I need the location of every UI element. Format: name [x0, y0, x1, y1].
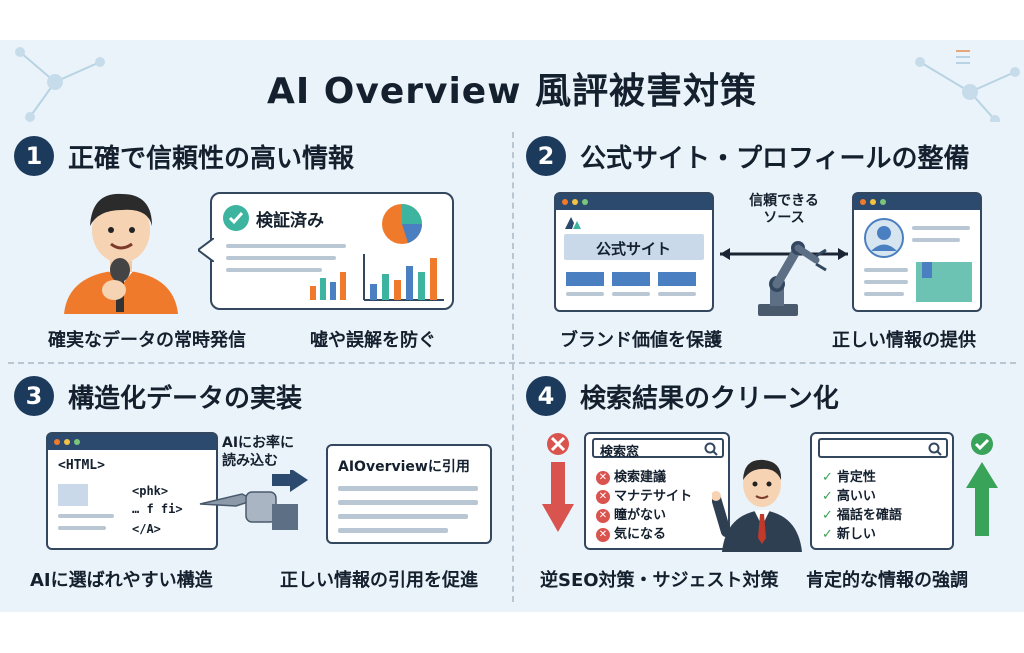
- negative-item[interactable]: ✕気になる: [596, 523, 692, 542]
- search-box-label: 検索窓: [600, 445, 640, 460]
- check-circle-icon: [223, 205, 249, 231]
- businessman-illustration: [712, 459, 802, 552]
- trusted-source-label-line1: 信頼できる: [749, 193, 819, 209]
- ai-read-note-line2: 読み込む: [222, 453, 278, 469]
- window-titlebar: [556, 194, 712, 210]
- negative-search-window: 検索窓 ✕検索建議 ✕マナテサイト ✕瞳がない ✕気になる: [584, 432, 730, 550]
- negative-item[interactable]: ✕瞳がない: [596, 504, 692, 523]
- positive-suggest-list: ✓肯定性 ✓高いい ✓福話を確語 ✓新しい: [822, 466, 902, 542]
- check-icon: ✓: [822, 527, 833, 542]
- bar-chart-icon: [363, 254, 444, 301]
- code-line-1: <HTML>: [58, 458, 105, 473]
- arrow-down-icon: [542, 433, 574, 532]
- verified-label: 検証済み: [256, 211, 324, 231]
- trusted-source-label-line2: ソース: [763, 210, 805, 226]
- robot-arm-icon: [720, 241, 848, 316]
- section-2-caption-right: 正しい情報の提供: [832, 330, 976, 351]
- check-icon: ✓: [822, 470, 833, 485]
- text-line: [226, 244, 346, 248]
- official-site-label: 公式サイト: [596, 240, 672, 258]
- x-circle-icon: ✕: [596, 527, 610, 542]
- section-1-heading: 1 正確で信頼性の高い情報: [14, 136, 354, 176]
- search-icon: [704, 442, 718, 456]
- section-3-heading: 3 構造化データの実装: [14, 376, 302, 416]
- section-4-caption-right: 肯定的な情報の強調: [806, 570, 968, 591]
- positive-item[interactable]: ✓福話を確語: [822, 508, 902, 523]
- section-2-number: 2: [526, 136, 566, 176]
- official-site-window: 公式サイト: [554, 192, 714, 312]
- section-2-title: 公式サイト・プロフィールの整備: [580, 143, 970, 174]
- window-titlebar: [48, 434, 216, 450]
- section-1-number: 1: [14, 136, 54, 176]
- code-line-3: … f fi>: [132, 502, 183, 516]
- section-4-heading: 4 検索結果のクリーン化: [526, 376, 839, 416]
- x-circle-icon: ✕: [596, 508, 610, 523]
- section-2-heading: 2 公式サイト・プロフィールの整備: [526, 136, 969, 176]
- arrow-right-icon: [272, 470, 308, 492]
- window-titlebar: [854, 194, 980, 210]
- section-3-number: 3: [14, 376, 54, 416]
- vertical-divider: [512, 132, 514, 602]
- section-4-caption-left: 逆SEO対策・サジェスト対策: [540, 570, 779, 591]
- search-box-positive[interactable]: [818, 438, 948, 458]
- section-3-caption-left: AIに選ばれやすい構造: [30, 570, 213, 591]
- code-line-2: <phk>: [132, 484, 169, 498]
- speaker-illustration: [64, 193, 178, 314]
- check-icon: ✓: [822, 508, 833, 523]
- negative-suggest-list: ✕検索建議 ✕マナテサイト ✕瞳がない ✕気になる: [596, 466, 692, 542]
- positive-item[interactable]: ✓新しい: [822, 527, 876, 542]
- arrow-up-icon: [966, 433, 998, 536]
- page-title: AI Overview 風評被害対策: [266, 71, 758, 112]
- negative-item[interactable]: ✕検索建議: [596, 466, 692, 485]
- section-1-caption-right: 嘘や誤解を防ぐ: [310, 330, 436, 351]
- check-icon: ✓: [822, 489, 833, 504]
- search-icon: [928, 442, 942, 456]
- user-profile-icon: [864, 218, 904, 258]
- positive-search-window: ✓肯定性 ✓高いい ✓福話を確語 ✓新しい: [810, 432, 954, 550]
- section-1-caption-left: 確実なデータの常時発信: [48, 330, 246, 351]
- text-line: [226, 268, 322, 272]
- site-banner: [564, 234, 704, 260]
- pie-chart-icon: [382, 204, 422, 244]
- network-decoration-right: [915, 50, 1020, 122]
- x-circle-icon: ✕: [596, 489, 610, 504]
- section-4-title: 検索結果のクリーン化: [580, 383, 839, 414]
- negative-item[interactable]: ✕マナテサイト: [596, 485, 692, 504]
- section-1-title: 正確で信頼性の高い情報: [68, 143, 355, 174]
- section-4-number: 4: [526, 376, 566, 416]
- code-window: <HTML> <phk> … f fi> </A>: [46, 432, 218, 550]
- positive-item[interactable]: ✓肯定性: [822, 470, 876, 485]
- ai-read-note-line1: AIにお率に: [222, 435, 295, 451]
- profile-window: [852, 192, 982, 312]
- bar-chart-icon-small: [310, 272, 346, 300]
- ai-overview-quote-card: AIOverviewに引用: [326, 444, 492, 544]
- horizontal-divider: [8, 362, 1016, 364]
- search-box-negative[interactable]: 検索窓: [592, 438, 724, 460]
- text-line: [226, 256, 336, 260]
- verified-info-bubble: 検証済み: [198, 192, 454, 310]
- positive-item[interactable]: ✓高いい: [822, 489, 876, 504]
- code-line-4: </A>: [132, 522, 161, 536]
- section-2-caption-left: ブランド価値を保護: [560, 330, 722, 351]
- section-3-caption-right: 正しい情報の引用を促進: [280, 570, 478, 591]
- x-circle-icon: ✕: [596, 470, 610, 485]
- ai-overview-quote-label: AIOverviewに引用: [338, 459, 470, 475]
- section-3-title: 構造化データの実装: [68, 383, 303, 414]
- bubble-tail: [198, 238, 214, 262]
- network-decoration-left: [15, 47, 105, 122]
- robot-hand-icon: [199, 470, 308, 530]
- logo-icon: [565, 217, 581, 229]
